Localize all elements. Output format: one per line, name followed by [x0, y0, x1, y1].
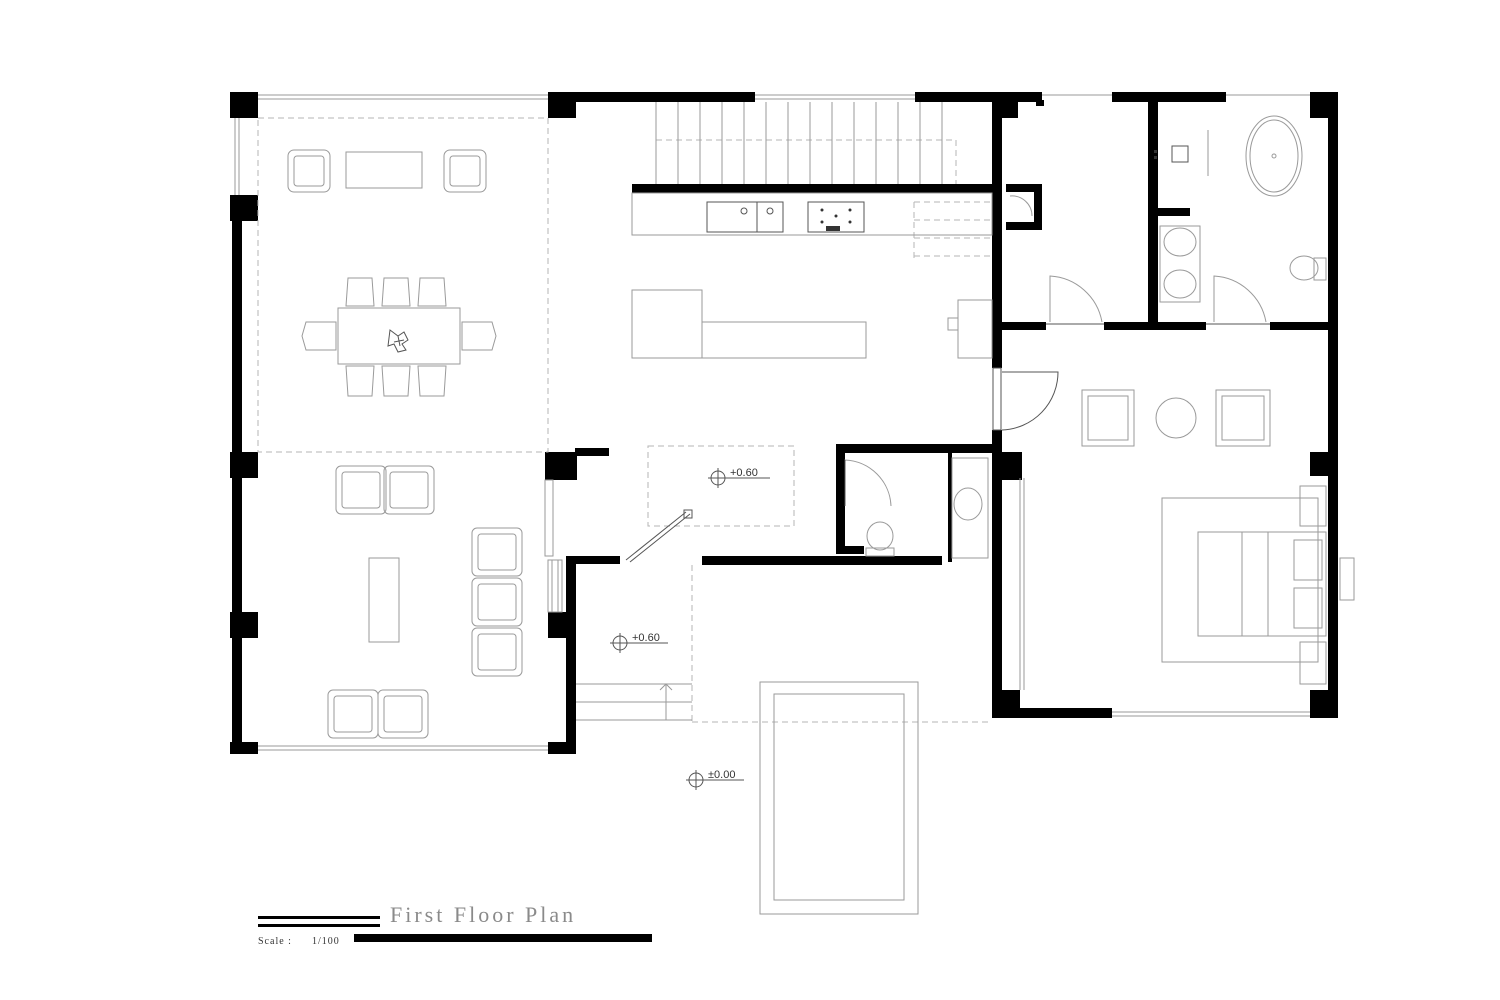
basin-icon [1163, 269, 1197, 299]
level-label: ±0.00 [708, 769, 735, 781]
shower-drain-icon [1171, 145, 1189, 163]
title-block: First Floor Plan Scale : 1/100 [258, 902, 652, 947]
scale-label: Scale : [258, 936, 292, 947]
level-label: +0.60 [632, 632, 660, 644]
centerpiece-icon [387, 329, 409, 353]
pool [759, 681, 919, 915]
cooktop-icon [807, 201, 865, 233]
door-swing [844, 459, 892, 507]
coffee-table [368, 557, 400, 643]
bed-icon [1197, 531, 1327, 637]
zone-outlines [257, 117, 992, 723]
living-area [327, 465, 523, 739]
level-marker-ground: ±0.00 [686, 769, 744, 790]
walls [230, 92, 1338, 754]
windows [234, 94, 1355, 751]
armchair-icon [287, 149, 331, 193]
dining-area [287, 149, 497, 397]
powder-room [844, 457, 989, 559]
nightstand [1299, 485, 1327, 527]
armchair-icon [443, 149, 487, 193]
side-table [1155, 397, 1197, 439]
nightstand [1299, 641, 1327, 685]
staircase [576, 102, 992, 721]
kitchen [631, 192, 993, 359]
level-label: +0.60 [730, 467, 758, 479]
sideboard [345, 151, 423, 189]
toilet-icon [866, 521, 894, 551]
scale-value: 1/100 [312, 936, 340, 947]
dining-table [337, 307, 461, 365]
level-marker-entry: +0.60 [610, 632, 668, 653]
basin-icon [1163, 227, 1197, 257]
plan-title: First Floor Plan [390, 902, 576, 927]
door-swing [1049, 275, 1103, 323]
bedroom [992, 367, 1327, 685]
bathtub-icon [1245, 115, 1303, 197]
door-swing [1213, 275, 1267, 323]
handrail [625, 509, 693, 563]
door-swing [1001, 371, 1059, 431]
basin-icon [953, 487, 983, 521]
bathrooms [1009, 115, 1327, 325]
armchair-icon [1081, 389, 1135, 447]
sink-icon [706, 201, 758, 233]
level-marker-dining: +0.60 [708, 467, 770, 488]
armchair-icon [1215, 389, 1271, 447]
toilet-icon [1289, 255, 1319, 281]
